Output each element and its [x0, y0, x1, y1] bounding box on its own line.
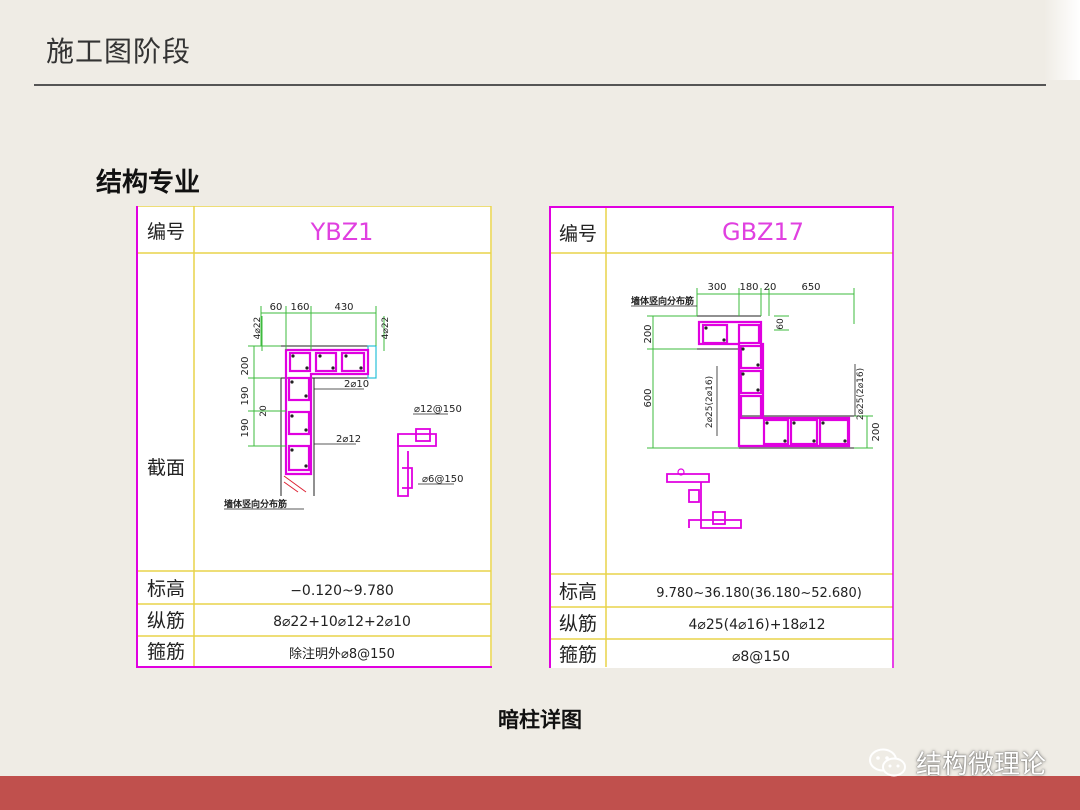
ybz1-section-label: 截面	[147, 457, 185, 479]
ybz1-id-value: YBZ1	[310, 218, 374, 246]
ybz1-dim-left-2: 190	[240, 386, 251, 405]
ybz1-dim-left-4: 190	[240, 418, 251, 437]
gbz17-stirrup-value: ⌀8@150	[732, 649, 790, 665]
ybz1-wall-extension	[367, 345, 377, 379]
section-heading: 结构专业	[96, 168, 201, 198]
gbz17-long-value: 4⌀25(4⌀16)+18⌀12	[688, 617, 825, 633]
gbz17-long-label: 纵筋	[559, 613, 597, 635]
gbz17-dim-top-4: 650	[801, 282, 820, 293]
ybz1-drawing: 编号 YBZ1 截面 标高 −0.120~9.780 纵筋 8⌀22+10⌀12…	[136, 206, 492, 668]
footer-bar	[0, 776, 1080, 810]
ybz1-note: 墙体竖向分布筋	[224, 498, 287, 510]
gbz17-column-rebar	[697, 320, 851, 448]
ybz1-rebar-side-left: 4⌀22	[253, 317, 263, 340]
gbz17-detail-table: 编号 GBZ17 标高 9.780~36.180(36.180~52.680) …	[549, 206, 894, 668]
ybz1-column-rebar	[284, 348, 370, 476]
gbz17-dim-top-2: 180	[739, 282, 758, 293]
gbz17-dim-top-1: 300	[707, 282, 726, 293]
gbz17-dimension-lines	[647, 288, 873, 449]
gbz17-wall-outline	[697, 315, 854, 449]
ybz1-tie-2: ⌀6@150	[422, 474, 463, 485]
gbz17-dim-small: 60	[776, 318, 786, 330]
gbz17-tie-detail	[666, 473, 742, 529]
ybz1-wall-outline	[251, 345, 376, 496]
gbz17-grid	[551, 206, 893, 667]
wechat-icon	[868, 748, 906, 776]
ybz1-id-label: 编号	[147, 221, 185, 243]
ybz1-dim-top-2: 160	[290, 302, 309, 313]
gbz17-rebar-dots	[704, 326, 847, 443]
ybz1-elev-label: 标高	[147, 578, 185, 600]
ybz1-tie-detail	[397, 428, 437, 497]
ybz1-dim-left-1: 200	[240, 356, 251, 375]
gbz17-dim-right: 200	[871, 422, 882, 441]
gbz17-id-value: GBZ17	[722, 218, 804, 246]
ybz1-tie-1: ⌀12@150	[414, 404, 462, 415]
ybz1-dim-left-3: 20	[259, 405, 269, 417]
title-divider	[34, 84, 1046, 86]
ybz1-hatch	[283, 475, 307, 493]
watermark: 结构微理论	[868, 744, 1046, 781]
ybz1-grid	[138, 206, 492, 667]
ybz1-rebar-2: 2⌀10	[344, 379, 369, 390]
gbz17-elev-value: 9.780~36.180(36.180~52.680)	[656, 586, 862, 601]
ybz1-elev-value: −0.120~9.780	[290, 583, 394, 599]
gbz17-stirrup-label: 箍筋	[559, 644, 597, 666]
ybz1-dim-top-1: 60	[270, 302, 283, 313]
watermark-text: 结构微理论	[915, 750, 1046, 780]
ybz1-long-label: 纵筋	[147, 610, 185, 632]
gbz17-dim-left-1: 200	[643, 324, 654, 343]
gbz17-dim-left-2: 600	[643, 388, 654, 407]
ybz1-rebar-3: 2⌀12	[336, 434, 361, 445]
ybz1-rebar-dots	[290, 354, 363, 468]
gbz17-tie-hook	[677, 468, 685, 476]
gbz17-elev-label: 标高	[559, 581, 597, 603]
gbz17-rebar-right: 2⌀25(2⌀16)	[856, 368, 866, 420]
gbz17-note: 墙体竖向分布筋	[631, 295, 694, 307]
ybz1-dim-top-3: 430	[334, 302, 353, 313]
gbz17-drawing: 编号 GBZ17 标高 9.780~36.180(36.180~52.680) …	[549, 206, 894, 668]
ybz1-stirrup-value: 除注明外⌀8@150	[289, 647, 395, 662]
gbz17-rebar-left: 2⌀25(2⌀16)	[705, 376, 715, 428]
figure-caption: 暗柱详图	[498, 708, 582, 732]
corner-shade	[1044, 0, 1080, 80]
gbz17-id-label: 编号	[559, 223, 597, 245]
ybz1-dimension-lines	[248, 306, 385, 447]
ybz1-detail-table: 编号 YBZ1 截面 标高 −0.120~9.780 纵筋 8⌀22+10⌀12…	[136, 206, 492, 668]
page-title: 施工图阶段	[46, 35, 192, 68]
ybz1-rebar-side-right: 4⌀22	[381, 317, 391, 340]
gbz17-dim-top-3: 20	[764, 282, 777, 293]
ybz1-stirrup-label: 箍筋	[147, 641, 185, 663]
ybz1-long-value: 8⌀22+10⌀12+2⌀10	[273, 614, 411, 630]
